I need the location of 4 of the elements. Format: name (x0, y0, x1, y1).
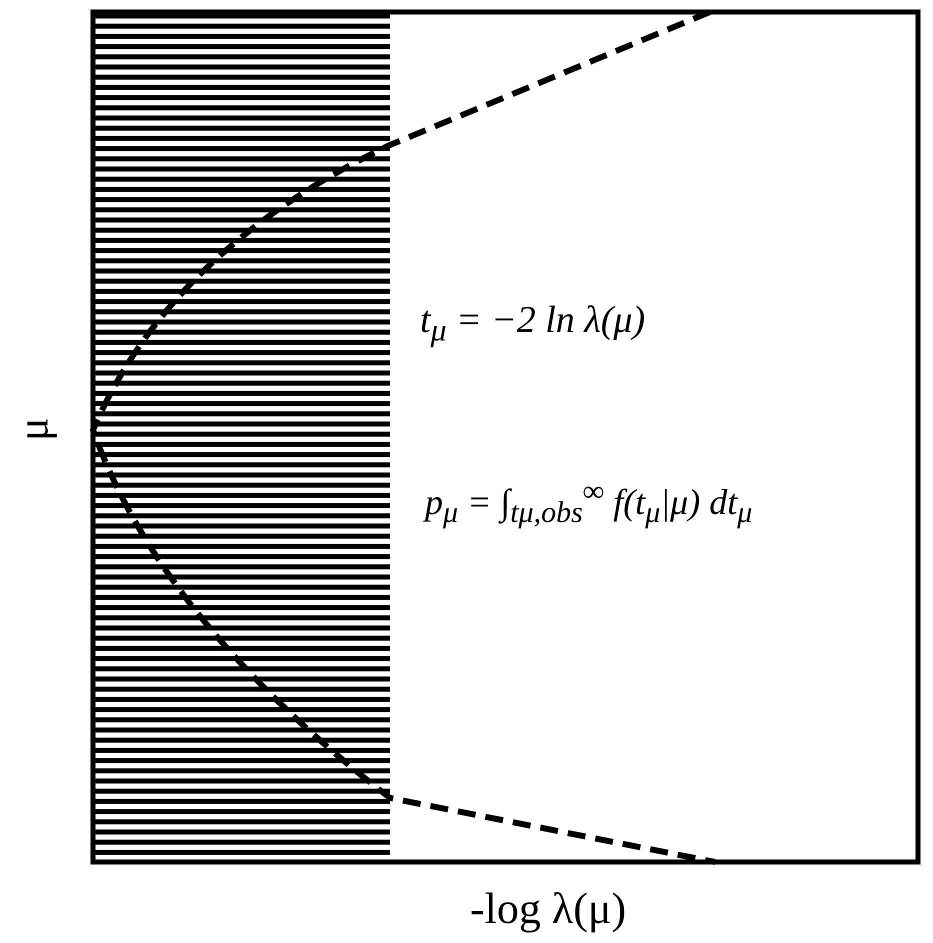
formula: p$_{μ}$ = ∫$_{tμ,obs}$$^{∞}$ f(t$_{μ}$|μ) dt$_{μ}$ (425, 475, 752, 530)
formula: t$_{μ}$ = −2 ln λ(μ) (420, 300, 646, 348)
axis-label: μ (10, 417, 58, 441)
axis-label: -log λ(μ) (470, 885, 626, 934)
